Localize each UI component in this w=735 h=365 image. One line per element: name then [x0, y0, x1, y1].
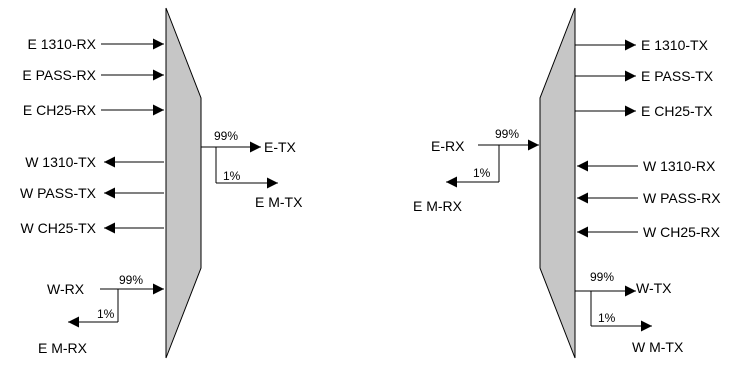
left-tap-in-main-pct: 99%	[119, 273, 143, 287]
right-input-3: W CH25-RX	[577, 224, 721, 240]
left-output-2: W PASS-TX	[20, 185, 164, 201]
left-tap-in-tap-label: E M-RX	[38, 340, 88, 356]
left-input-label-3: E CH25-RX	[23, 102, 97, 118]
left-mux-body	[165, 7, 202, 359]
right-tap-out: 99% W-TX 1% W M-TX	[575, 270, 684, 355]
right-output-3: E CH25-TX	[575, 103, 713, 119]
right-tap-in-main-pct: 99%	[495, 127, 519, 141]
right-tap-out-main-label: W-TX	[636, 280, 672, 296]
right-input-label-3: W CH25-RX	[643, 224, 721, 240]
right-output-label-3: E CH25-TX	[641, 103, 713, 119]
left-tap-in-tap-pct: 1%	[97, 307, 115, 321]
right-output-label-1: E 1310-TX	[641, 37, 709, 53]
right-output-2: E PASS-TX	[575, 68, 714, 84]
left-output-label-2: W PASS-TX	[20, 185, 97, 201]
right-module: E 1310-TX E PASS-TX E CH25-TX W 1310-RX …	[413, 7, 721, 359]
left-output-label-1: W 1310-TX	[25, 154, 96, 170]
left-tap-out-main-label: E-TX	[264, 139, 297, 155]
right-mux-body	[539, 7, 576, 359]
left-output-1: W 1310-TX	[25, 154, 164, 170]
left-tap-out-main-pct: 99%	[214, 129, 238, 143]
left-input-3: E CH25-RX	[23, 102, 164, 118]
left-tap-in: 99% W-RX 1% E M-RX	[38, 273, 164, 356]
right-tap-in: 99% E-RX 1% E M-RX	[413, 127, 539, 214]
left-tap-in-main-label: W-RX	[47, 281, 85, 297]
right-input-2: W PASS-RX	[577, 190, 721, 206]
right-tap-out-main-pct: 99%	[590, 270, 614, 284]
left-module: E 1310-RX E PASS-RX E CH25-RX W 1310-TX …	[20, 7, 303, 359]
right-output-1: E 1310-TX	[575, 37, 709, 53]
right-input-1: W 1310-RX	[577, 158, 716, 174]
left-input-label-2: E PASS-RX	[22, 67, 96, 83]
left-input-2: E PASS-RX	[22, 67, 164, 83]
right-tap-in-tap-pct: 1%	[473, 166, 491, 180]
left-tap-out: 99% E-TX 1% E M-TX	[201, 129, 303, 210]
right-output-label-2: E PASS-TX	[641, 68, 714, 84]
right-tap-in-main-label: E-RX	[431, 138, 465, 154]
right-input-label-2: W PASS-RX	[643, 190, 721, 206]
left-output-label-3: W CH25-TX	[21, 220, 97, 236]
left-tap-out-tap-pct: 1%	[223, 169, 241, 183]
right-tap-out-tap-label: W M-TX	[632, 339, 684, 355]
left-input-label-1: E 1310-RX	[28, 36, 97, 52]
right-tap-out-tap-pct: 1%	[598, 311, 616, 325]
right-input-label-1: W 1310-RX	[643, 158, 716, 174]
left-input-1: E 1310-RX	[28, 36, 164, 52]
right-tap-in-tap-label: E M-RX	[413, 198, 463, 214]
left-output-3: W CH25-TX	[21, 220, 164, 236]
left-tap-out-tap-label: E M-TX	[255, 194, 303, 210]
